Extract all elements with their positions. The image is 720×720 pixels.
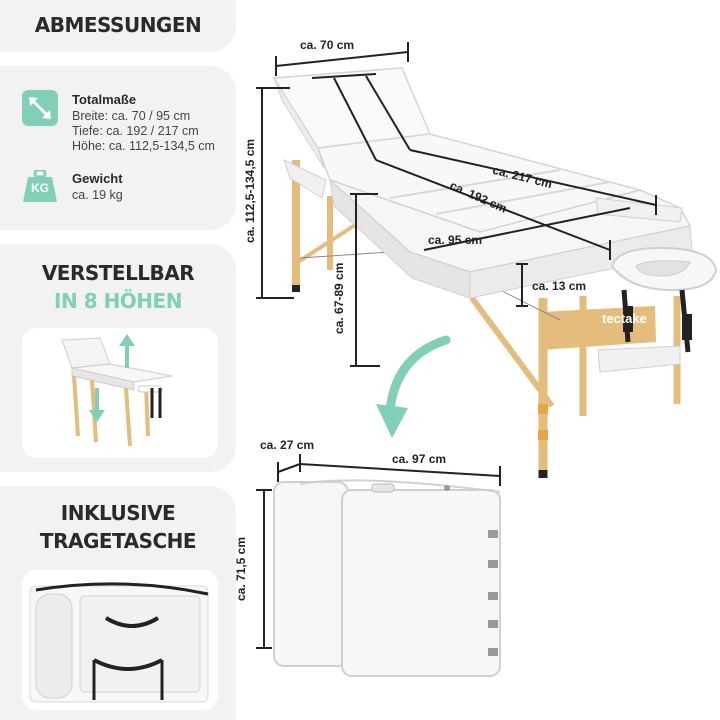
total-size-title: Totalmaße: [72, 92, 137, 107]
adjustable-subheading: IN 8 HÖHEN: [54, 289, 182, 313]
dim-case-height: ca. 71,5 cm: [234, 536, 248, 602]
dim-case-depth: ca. 27 cm: [260, 438, 315, 452]
dim-width-wide: ca. 95 cm: [428, 233, 483, 247]
adjustable-heading: VERSTELLBAR: [41, 261, 195, 285]
adjustable-thumbnail: [22, 328, 218, 458]
dim-leg-height: ca. 67-89 cm: [332, 262, 346, 334]
weight-value: ca. 19 kg: [72, 188, 123, 202]
dim-thickness: ca. 13 cm: [532, 279, 587, 293]
bag-heading: INKLUSIVE: [60, 501, 176, 525]
bag-subheading: TRAGETASCHE: [39, 529, 197, 553]
dim-total-height: ca. 112,5-134,5 cm: [243, 138, 257, 244]
weight-kg-icon: KG: [22, 170, 58, 202]
dimensions-heading: ABMESSUNGEN: [34, 13, 202, 37]
dim-case-width: ca. 97 cm: [392, 452, 447, 466]
diagonal-resize-icon: [22, 90, 58, 126]
total-width: Breite: ca. 70 / 95 cm: [72, 109, 191, 123]
dim-top-width: ca. 70 cm: [300, 38, 355, 52]
carry-bag-thumbnail: [22, 570, 218, 710]
brand-logo: tectake: [602, 311, 647, 326]
total-height: Höhe: ca. 112,5-134,5 cm: [72, 139, 215, 153]
dimensions-panel: [0, 0, 236, 52]
weight-title: Gewicht: [72, 171, 123, 186]
kg-label: KG: [31, 181, 49, 195]
total-depth: Tiefe: ca. 192 / 217 cm: [72, 124, 199, 138]
curved-arrow-icon: [376, 335, 451, 438]
